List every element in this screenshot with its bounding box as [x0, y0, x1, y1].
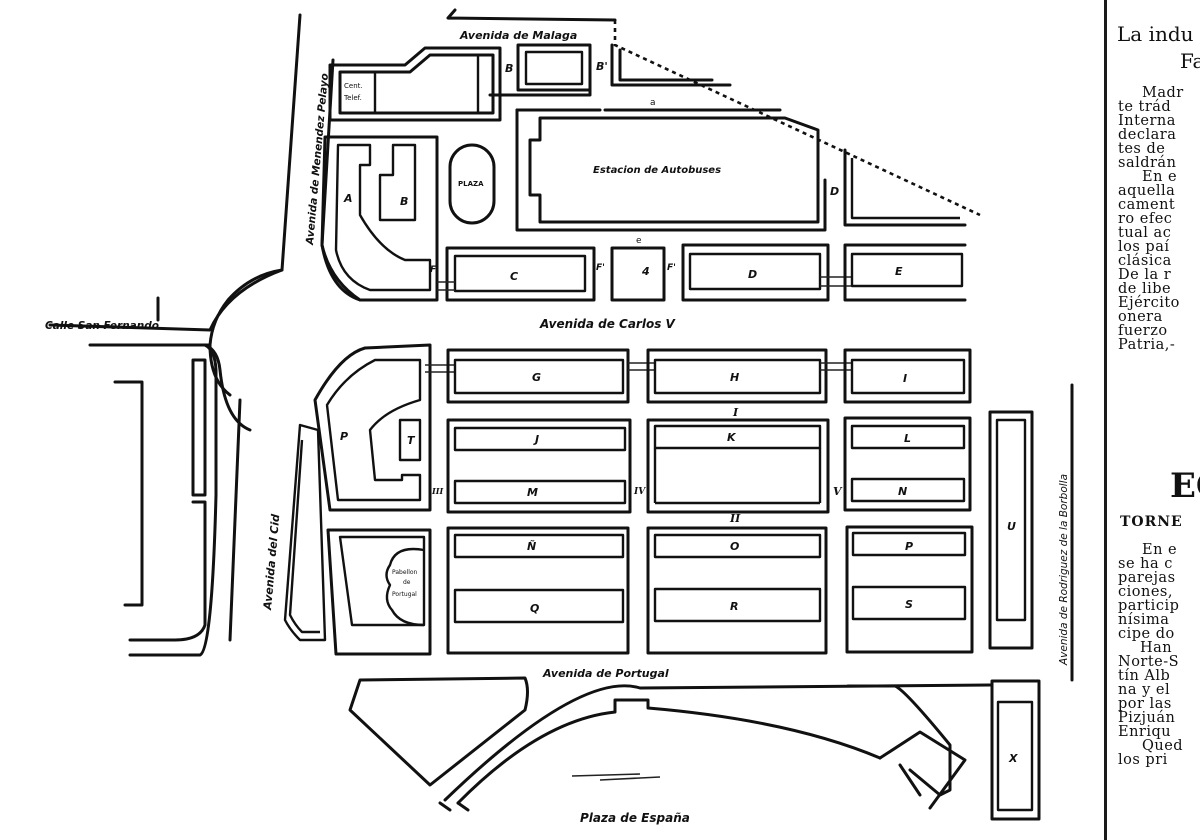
- svg-text:O: O: [730, 540, 739, 553]
- label-plaza-espana: Plaza de España: [580, 811, 690, 825]
- block-cent-telef: Cent. Telef.: [328, 46, 502, 122]
- svg-text:U: U: [1007, 520, 1016, 533]
- label-avenida-portugal: Avenida de Portugal: [542, 667, 669, 680]
- block-estacion-autobuses: Estacion de Autobuses a D: [515, 98, 839, 232]
- row-carlos-v-south: G H I: [425, 348, 972, 404]
- svg-text:PLAZA: PLAZA: [458, 180, 484, 188]
- svg-text:J: J: [533, 433, 539, 446]
- svg-text:H: H: [730, 371, 739, 384]
- svg-text:II: II: [729, 512, 741, 525]
- row-middle: J M III K IV L N V: [431, 416, 972, 514]
- block-u: U: [988, 410, 1034, 650]
- svg-text:D: D: [748, 268, 757, 281]
- svg-text:V: V: [833, 485, 843, 498]
- block-ne-triangle: [843, 148, 967, 227]
- blocks-a-b: A B: [320, 135, 439, 302]
- svg-text:Portugal: Portugal: [392, 591, 417, 598]
- label-avenida-carlos-v: Avenida de Carlos V: [539, 317, 677, 331]
- label-avenida-malaga: Avenida de Malaga: [459, 29, 577, 42]
- svg-text:M: M: [527, 486, 538, 499]
- road-menendez-pelayo: [148, 13, 335, 347]
- svg-text:P: P: [340, 430, 348, 443]
- row-carlos-v-north: C F 4 F' F' e D E: [430, 236, 967, 302]
- block-p-t: P T: [313, 343, 432, 512]
- headline-line-2: Fa: [1180, 49, 1200, 73]
- svg-text:T: T: [407, 434, 416, 447]
- svg-text:de: de: [403, 579, 411, 586]
- svg-text:4: 4: [641, 265, 650, 278]
- svg-text:A: A: [343, 192, 353, 205]
- plaza-espana: Plaza de España: [438, 683, 992, 825]
- malaga-boundary: [446, 8, 981, 217]
- svg-text:I: I: [732, 406, 739, 419]
- svg-text:D: D: [830, 185, 839, 198]
- svg-text:I: I: [903, 372, 907, 385]
- landmark-plaza: PLAZA: [448, 143, 496, 225]
- block-x: X: [990, 679, 1041, 821]
- label-telef: Telef.: [343, 94, 362, 102]
- svg-text:IV: IV: [633, 487, 646, 497]
- headline-line-1: La indu: [1117, 22, 1194, 46]
- label-avenida-cid: Avenida del Cid: [261, 513, 282, 611]
- svg-text:N: N: [898, 485, 907, 498]
- svg-text:L: L: [904, 432, 911, 445]
- block-southwest: [348, 676, 529, 787]
- svg-text:F': F': [596, 263, 605, 273]
- svg-text:E: E: [895, 265, 903, 278]
- svg-text:P: P: [905, 540, 913, 553]
- svg-text:B': B': [596, 60, 608, 73]
- block-malaga-center: B B': [505, 43, 608, 92]
- svg-text:B: B: [505, 62, 513, 75]
- svg-text:F: F: [430, 265, 437, 275]
- svg-text:R: R: [730, 600, 738, 613]
- svg-text:Pabellon: Pabellon: [392, 569, 418, 576]
- svg-text:e: e: [636, 236, 642, 246]
- label-estacion: Estacion de Autobuses: [593, 165, 721, 176]
- label-avenida-borbolla: Avenida de Rodriguez de la Borbolla: [1058, 474, 1070, 666]
- city-map: Cent. Telef. B B' Estacion de Autobuses …: [45, 8, 1074, 825]
- svg-text:B: B: [400, 195, 408, 208]
- newspaper-column: La indu Fa Madr te trád Interna declara …: [1100, 0, 1200, 840]
- svg-text:F': F': [667, 263, 676, 273]
- svg-text:S: S: [905, 598, 913, 611]
- svg-text:K: K: [727, 431, 737, 444]
- svg-text:Ñ: Ñ: [527, 540, 536, 553]
- svg-text:X: X: [1008, 752, 1018, 765]
- label-calle-san-fernando: Calle San Fernando: [45, 320, 159, 332]
- section-subtitle: TORNE: [1120, 514, 1183, 530]
- svg-text:III: III: [431, 486, 443, 496]
- section-title: EC: [1170, 466, 1200, 506]
- svg-text:Q: Q: [530, 602, 539, 615]
- svg-text:C: C: [510, 270, 518, 283]
- svg-text:G: G: [532, 371, 541, 384]
- left-structures: [113, 343, 242, 657]
- cid-triangle: [283, 423, 327, 642]
- svg-text:a: a: [650, 98, 656, 108]
- column-rule: [1104, 0, 1107, 840]
- row-south: Pabellon de Portugal Ñ Q O R P S: [326, 525, 974, 656]
- label-cent: Cent.: [344, 82, 363, 90]
